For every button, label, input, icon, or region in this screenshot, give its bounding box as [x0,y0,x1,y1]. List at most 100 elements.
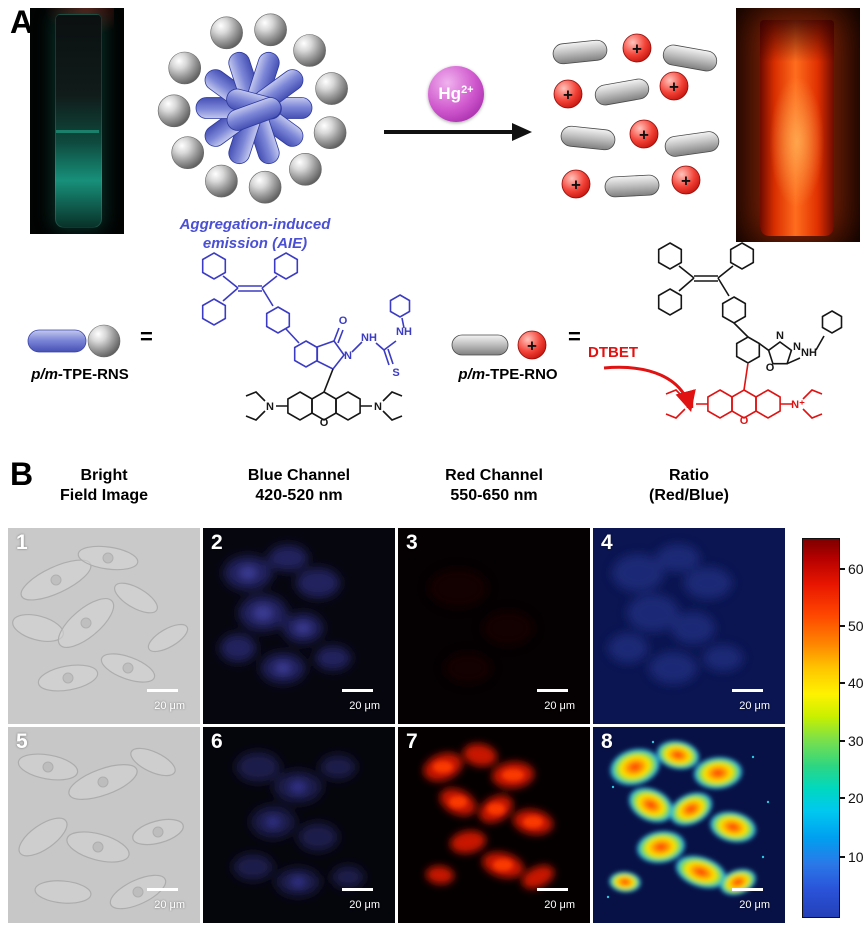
aie-aggregate-illustration [157,13,348,204]
plus-sign: + [681,172,691,191]
ratio-image-1 [593,528,785,724]
blue-rod-cluster [195,51,313,165]
dissociated-products-illustration: + + + + + + [552,33,720,199]
header-line2: 420-520 nm [255,486,343,504]
black-atom-labels: O N N [266,401,382,429]
compound-name-left: p/m-TPE-RNS [20,366,140,383]
atom-ring-n: N [344,350,352,362]
cuvette-photo-after [736,8,860,242]
ratio-image-2 [593,727,785,923]
scale-bar-label: 20 μm [154,700,185,712]
column-header-bright-field: Bright Field Image [8,466,200,505]
red-atom-labels: O N N⁺ [686,399,805,427]
compound-name-right: p/m-TPE-RNO [446,366,570,383]
panel-b-label: B [10,456,34,492]
micrograph-cell-3: 3 20 μm [398,528,590,724]
cuvette-body-green [55,14,102,228]
gray-sphere-ring [157,13,348,204]
cuvette-body-red [760,20,834,236]
plus-sign: + [632,40,642,59]
micrograph-cell-8: 8 20 μm [593,727,785,923]
scale-bar [342,689,373,692]
scale-bar-label: 20 μm [544,899,575,911]
atom-xanthene-o: O [320,417,329,429]
atom-carbonyl-o: O [339,315,348,327]
reaction-arrow [384,123,532,141]
cell-number: 6 [211,730,223,753]
compound-name-right-italic: p/m [458,366,486,383]
atom-oxa-n1: N [776,330,784,342]
colorbar-label-40: 40 [848,675,864,691]
atom-oxa-o: O [766,362,775,374]
header-line2: Field Image [59,486,149,504]
red-cation-icon: + [517,330,547,360]
atom-thio-s: S [392,367,399,379]
compound-name-right-rest: -TPE-RNO [485,366,558,383]
dtbet-label: DTBET [588,344,638,361]
atom-iminium-right: N⁺ [791,399,805,411]
cell-number: 1 [16,531,28,554]
column-header-ratio: Ratio (Red/Blue) [593,466,785,505]
aie-caption-line2: emission (AIE) [202,234,308,252]
header-line2: (Red/Blue) [649,486,729,504]
atom-amine-right: N [374,401,382,413]
scale-bar-label: 20 μm [739,899,770,911]
blue-atom-labels: O N NH S NH [339,315,412,379]
header-line1: Red Channel [445,467,543,484]
brightfield-image-1 [8,528,200,724]
plus-sign: + [669,78,679,97]
structure-tpe-rns: O N NH S NH O N N [201,252,412,429]
cuvette-cap-shadow [760,20,834,62]
atom-anilide-nh: NH [801,347,817,359]
colorbar-label-50: 50 [848,618,864,634]
atom-xanthene-o-red: O [740,415,749,427]
oxadiazole-atom-labels: N N O NH [766,330,817,374]
header-line2: 550-650 nm [450,486,538,504]
equals-left: = [140,324,153,349]
atom-hydrazide-nh: NH [361,332,377,344]
plus-sign: + [563,86,573,105]
structure-tpe-rno: N N O NH O N N⁺ [657,242,843,427]
cell-number: 2 [211,531,223,554]
arrow-head [512,123,532,141]
scale-bar [147,689,178,692]
atom-oxa-n2: N [793,341,801,353]
cuvette-photo-before [30,8,124,234]
blue-channel-image-2 [203,727,395,923]
cell-number: 4 [601,531,613,554]
colorbar-label-10: 10 [848,849,864,865]
scale-bar-label: 20 μm [349,700,380,712]
panel-a-label: A [10,4,34,40]
liquid-surface-line [56,130,99,133]
cuvette-glow-core [770,78,824,206]
dtbet-arrow [603,365,696,413]
micrograph-cell-7: 7 20 μm [398,727,590,923]
colorbar-tick-30 [840,740,845,742]
gray-sphere-icon [87,324,121,358]
cell-number: 8 [601,730,613,753]
plus-sign: + [527,337,537,356]
red-cation-spheres: + + + + + + [553,33,701,199]
micrograph-cell-4: 4 20 μm [593,528,785,724]
scale-bar [537,689,568,692]
ratio-colorbar [802,538,840,918]
column-header-blue-channel: Blue Channel 420-520 nm [203,466,395,505]
scale-bar [342,888,373,891]
rhodamine-black-part [245,368,403,421]
plus-sign: + [571,176,581,195]
cell-number: 3 [406,531,418,554]
micrograph-grid: 1 20 μm 2 20 μm [8,528,785,923]
gray-rods [552,39,720,198]
colorbar-tick-10 [840,856,845,858]
scale-bar-label: 20 μm [739,700,770,712]
tpe-black-part [657,242,843,365]
cell-number: 5 [16,730,28,753]
colorbar-tick-40 [840,682,845,684]
aie-caption-line1: Aggregation-induced [179,216,331,233]
tpe-blue-part [201,252,411,371]
atom-amine-left-red: N [686,399,694,411]
scale-bar-label: 20 μm [544,700,575,712]
legend-right-icon: + [451,330,547,360]
red-channel-image-2 [398,727,590,923]
